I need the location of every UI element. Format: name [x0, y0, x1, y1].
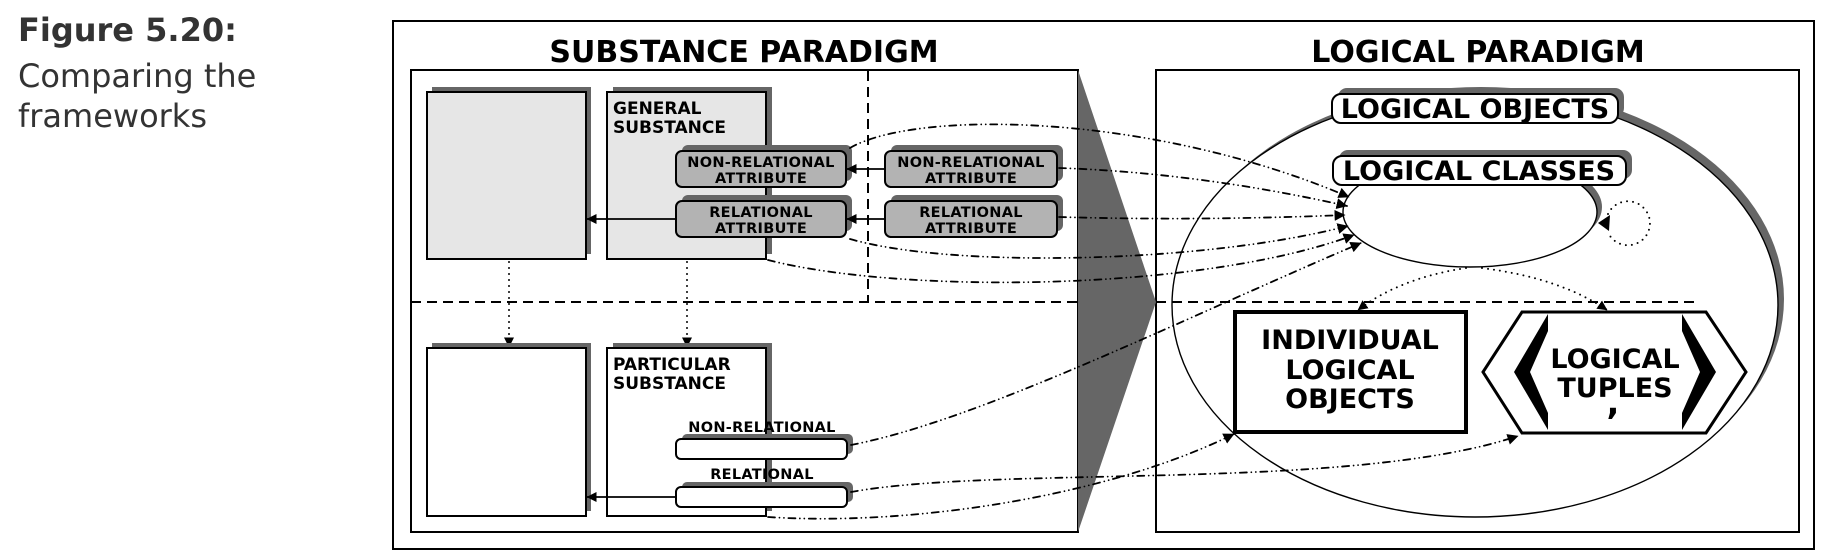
figure-title-line-1: Comparing the — [18, 57, 257, 95]
general-non-relational-attribute-label-1: NON-RELATIONAL — [687, 155, 834, 171]
logical-tuples-label-2: TUPLES — [1557, 373, 1672, 404]
logical-objects-label: LOGICAL OBJECTS — [1341, 94, 1609, 125]
general-non-relational-attribute-label-2: ATTRIBUTE — [715, 171, 807, 187]
connector-logical-classes-to-logical-tuples — [1481, 267, 1608, 311]
particular-substance-label-2: SUBSTANCE — [613, 374, 726, 394]
logical-paradigm-title: LOGICAL PARADIGM — [1311, 35, 1644, 70]
logical-classes-label-box — [1332, 155, 1627, 186]
connector-particular-nr-to-logical-classes — [850, 242, 1362, 446]
particular-relational-attribute — [675, 486, 848, 508]
connector-general-substance-to-logical-classes — [767, 233, 1355, 284]
outer-relational-attribute-label-2: ATTRIBUTE — [925, 221, 1017, 237]
connector-outer-nr-to-logical-classes — [1058, 167, 1348, 210]
substance-paradigm-title: SUBSTANCE PARADIGM — [549, 35, 938, 70]
individual-logical-objects-box — [1233, 310, 1468, 434]
individual-logical-objects-label-1: INDIVIDUAL — [1261, 325, 1439, 356]
particular-relational-label: RELATIONAL — [710, 467, 814, 483]
logical-tuples-label-1: LOGICAL — [1550, 344, 1679, 375]
individual-logical-objects-label-3: OBJECTS — [1285, 384, 1415, 415]
general-substance-label-2: SUBSTANCE — [613, 118, 726, 138]
general-relational-attribute-label-1: RELATIONAL — [709, 205, 813, 221]
outer-relational-attribute-label-1: RELATIONAL — [919, 205, 1023, 221]
left-angle-bracket-icon — [1514, 314, 1548, 430]
blank-particular-box — [426, 347, 587, 517]
general-substance-label-1: GENERAL — [613, 99, 702, 119]
particular-substance-label-1: PARTICULAR — [613, 355, 731, 375]
connector-outer-r-to-logical-classes — [1058, 209, 1346, 221]
particular-non-relational-attribute — [675, 438, 848, 460]
general-relational-attribute-label-2: ATTRIBUTE — [715, 221, 807, 237]
transition-arrow-shape — [1078, 70, 1156, 532]
outer-non-relational-attribute-label-2: ATTRIBUTE — [925, 171, 1017, 187]
blank-general-box — [426, 91, 587, 260]
figure-label: Figure 5.20: — [18, 11, 237, 49]
general-non-relational-attribute — [675, 150, 847, 188]
connector-general-r-to-logical-classes — [849, 223, 1349, 259]
outer-frame — [392, 20, 1815, 550]
figure-title-line-2: frameworks — [18, 97, 207, 135]
right-angle-bracket-icon — [1682, 314, 1716, 430]
logical-tuples-separator: , — [1607, 383, 1620, 423]
connector-particular-substance-to-individual-objects — [767, 433, 1235, 520]
logical-tuples-hexagon — [1481, 310, 1748, 435]
logical-objects-label-box — [1331, 93, 1619, 124]
individual-logical-objects-label-2: LOGICAL — [1285, 355, 1414, 386]
outer-non-relational-attribute-label-1: NON-RELATIONAL — [897, 155, 1044, 171]
self-loop-arrowhead-icon — [1598, 215, 1610, 231]
particular-non-relational-label: NON-RELATIONAL — [688, 420, 835, 436]
logical-classes-label: LOGICAL CLASSES — [1343, 156, 1615, 187]
